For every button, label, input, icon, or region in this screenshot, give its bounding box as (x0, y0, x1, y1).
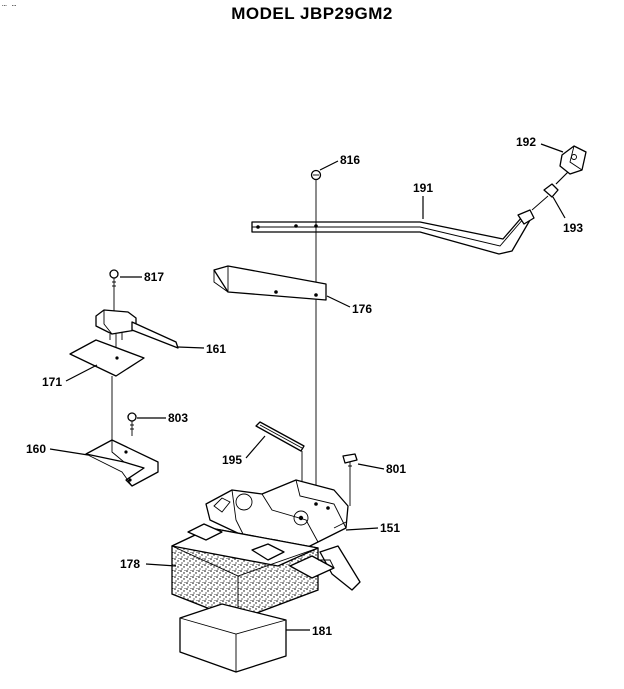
callout-817: 817 (144, 270, 164, 284)
corner-mark: … … (2, 0, 17, 9)
part-160-bracket (85, 439, 159, 487)
callout-161: 161 (206, 342, 226, 356)
callout-801: 801 (386, 462, 406, 476)
part-161-switch (95, 309, 179, 349)
callout-191: 191 (413, 181, 433, 195)
part-171-plate (69, 339, 145, 377)
callout-151: 151 (380, 521, 400, 535)
callout-193: 193 (563, 221, 583, 235)
part-176-bracket (213, 265, 327, 301)
part-193-connector (543, 183, 559, 198)
part-191-rod (251, 209, 535, 255)
callout-803: 803 (168, 411, 188, 425)
part-178-base (171, 523, 335, 621)
part-817-screw (109, 269, 119, 292)
part-181-block (179, 603, 287, 673)
part-801-screw (342, 453, 358, 474)
callout-171: 171 (42, 375, 62, 389)
part-195-spring-rod (255, 421, 305, 452)
callout-178: 178 (120, 557, 140, 571)
callout-195: 195 (222, 453, 242, 467)
callout-160: 160 (26, 442, 46, 456)
part-151-latch (205, 479, 361, 591)
callout-181: 181 (312, 624, 332, 638)
part-816-screw (310, 169, 322, 181)
callout-192: 192 (516, 135, 536, 149)
part-192-knob (559, 145, 587, 175)
callout-816: 816 (340, 153, 360, 167)
part-803-screw (127, 412, 137, 436)
callout-176: 176 (352, 302, 372, 316)
diagram-title: MODEL JBP29GM2 (231, 4, 393, 23)
